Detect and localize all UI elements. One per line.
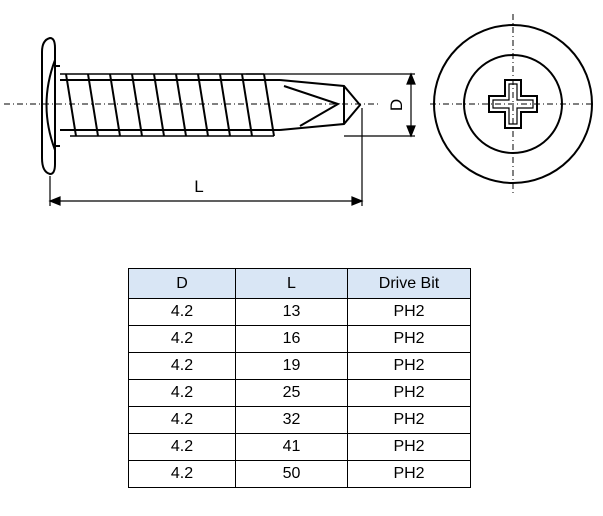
cell-d: 4.2	[128, 325, 236, 353]
table-row: 4.2 19 PH2	[128, 352, 471, 380]
header-l: L	[235, 268, 348, 299]
cell-drive-bit: PH2	[347, 325, 471, 353]
cell-l: 25	[235, 379, 348, 407]
cell-drive-bit: PH2	[347, 298, 471, 326]
screw-head-side	[41, 36, 60, 176]
table-header-row: D L Drive Bit	[128, 268, 471, 299]
cell-drive-bit: PH2	[347, 379, 471, 407]
table-row: 4.2 41 PH2	[128, 433, 471, 461]
cell-l: 41	[235, 433, 348, 461]
center-line	[4, 14, 595, 196]
cell-drive-bit: PH2	[347, 460, 471, 488]
cell-l: 19	[235, 352, 348, 380]
cell-d: 4.2	[128, 352, 236, 380]
dimension-d	[246, 72, 416, 138]
cell-l: 13	[235, 298, 348, 326]
dimension-d-label: D	[387, 99, 406, 111]
cell-l: 16	[235, 325, 348, 353]
cell-l: 32	[235, 406, 348, 434]
cell-d: 4.2	[128, 298, 236, 326]
drill-point	[279, 79, 362, 131]
dimension-l	[48, 108, 364, 206]
screw-shank	[60, 73, 280, 137]
specification-table: D L Drive Bit 4.2 13 PH2 4.2 16 PH2 4.2 …	[128, 268, 471, 488]
cell-drive-bit: PH2	[347, 433, 471, 461]
screw-technical-drawing: L D	[4, 14, 595, 206]
phillips-drive-icon	[488, 79, 538, 129]
header-d: D	[128, 268, 236, 299]
table-row: 4.2 25 PH2	[128, 379, 471, 407]
table-row: 4.2 32 PH2	[128, 406, 471, 434]
cell-d: 4.2	[128, 460, 236, 488]
cell-drive-bit: PH2	[347, 406, 471, 434]
table-row: 4.2 13 PH2	[128, 298, 471, 326]
dimension-l-label: L	[194, 177, 203, 196]
cell-d: 4.2	[128, 379, 236, 407]
table-row: 4.2 50 PH2	[128, 460, 471, 488]
cell-drive-bit: PH2	[347, 352, 471, 380]
header-drive-bit: Drive Bit	[347, 268, 471, 299]
cell-d: 4.2	[128, 406, 236, 434]
cell-l: 50	[235, 460, 348, 488]
cell-d: 4.2	[128, 433, 236, 461]
table-row: 4.2 16 PH2	[128, 325, 471, 353]
screw-head-top-view	[433, 24, 593, 184]
